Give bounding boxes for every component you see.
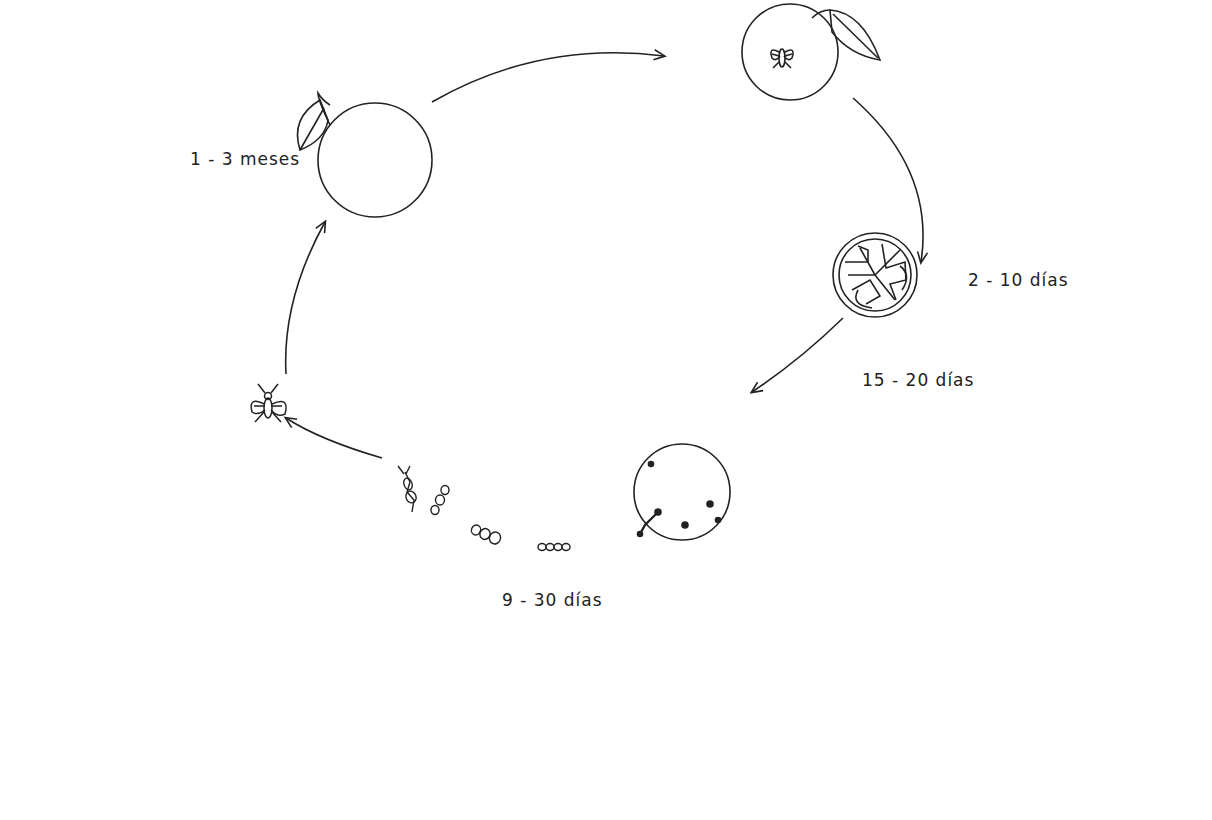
adult-fly (251, 384, 286, 422)
damaged-fruit (833, 233, 917, 317)
duration-label: 2 - 10 días (968, 270, 1069, 290)
fruit-with-fly (742, 4, 880, 100)
duration-label: 1 - 3 meses (190, 149, 300, 169)
larva-pupa-stages (398, 466, 570, 551)
duration-label: 9 - 30 días (502, 590, 603, 610)
duration-label: 15 - 20 días (862, 370, 974, 390)
fruit-with-leaf (298, 93, 433, 217)
fruit-with-holes (634, 444, 730, 540)
cycle-arrows (286, 53, 923, 458)
